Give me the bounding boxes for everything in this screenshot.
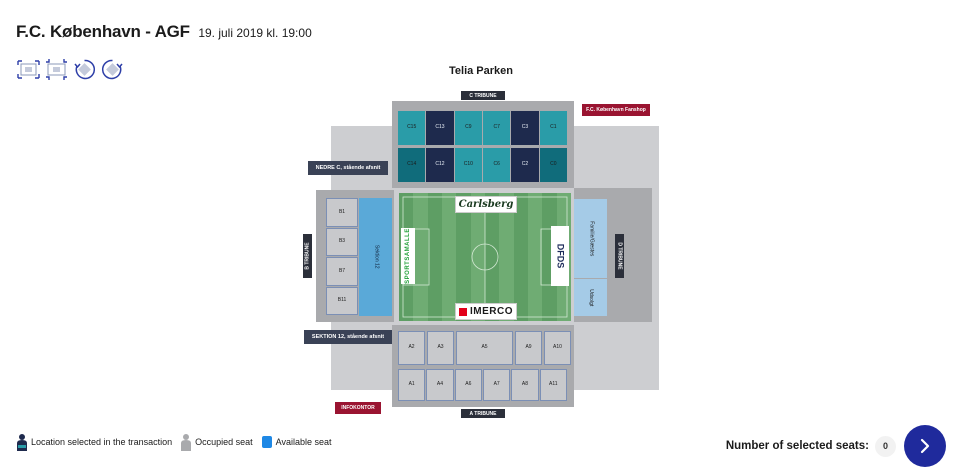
next-button[interactable] [904,425,946,467]
chevron-right-icon [920,438,930,454]
sponsor-left-banner: SPORTSAMALLE [401,228,415,284]
legend-occupied: Occupied seat [180,433,253,451]
zoom-in-button[interactable] [17,58,40,81]
zoom-in-icon [17,60,40,79]
venue-name: Telia Parken [449,65,513,77]
legend-selected: Location selected in the transaction [16,433,172,451]
section-b11[interactable]: B11 [326,286,358,315]
zoom-out-icon [46,59,67,80]
selected-seats-label: Number of selected seats: [725,440,869,452]
selection-counter: Number of selected seats: 0 [726,425,946,467]
zoom-out-button[interactable] [45,58,68,81]
legend-selected-label: Location selected in the transaction [31,437,173,447]
legend-occupied-label: Occupied seat [195,437,253,447]
section-c9[interactable]: C9 [454,111,482,145]
sponsor-right-banner: DFDS [551,226,569,286]
sponsor-bottom-text: IMERCO [470,306,513,317]
sponsor-left-text: SPORTSAMALLE [405,228,412,284]
section-a5[interactable]: A5 [456,331,513,365]
section-a6[interactable]: A6 [454,369,482,401]
section-a11[interactable]: A11 [539,369,567,401]
section-udsolgt-label: Udsolgt [588,289,595,306]
section-c15[interactable]: C15 [398,111,426,145]
c-stand-label: C TRIBUNE [461,91,505,100]
selected-seat-icon [17,434,27,451]
section-c1[interactable]: C1 [539,111,567,145]
b-stand-label: B TRIBUNE [303,234,312,278]
section-a2[interactable]: A2 [398,331,425,365]
infokontor-tag: INFOKONTOR [335,402,381,414]
match-header: F.C. København - AGF 19. juli 2019 kl. 1… [16,22,312,42]
section-a10[interactable]: A10 [544,331,571,365]
section-c12[interactable]: C12 [426,148,454,182]
section-a4[interactable]: A4 [426,369,454,401]
section-a3[interactable]: A3 [427,331,454,365]
legend-available: Available seat [261,435,332,449]
section-sektion-12[interactable]: Sektion 12 [359,198,392,316]
section-a9[interactable]: A9 [515,331,542,365]
rotate-right-button[interactable] [101,58,124,81]
section-familie[interactable]: Familie/Gæstes [574,199,607,278]
section-c6[interactable]: C6 [483,148,511,182]
section-c0[interactable]: C0 [539,148,567,182]
sponsor-bottom-banner: IMERCO [455,303,517,320]
section-a7[interactable]: A7 [483,369,511,401]
rotate-left-icon [74,59,96,80]
a-stand-label: A TRIBUNE [461,409,505,418]
sponsor-right-text: DFDS [555,243,565,269]
rotate-left-button[interactable] [73,58,96,81]
sponsor-top-banner: Carlsberg [455,196,517,213]
selected-seats-count: 0 [875,435,896,457]
section-c7[interactable]: C7 [483,111,511,145]
nedre-c-callout: NEDRE C, stående afsnit [308,161,388,175]
imerco-logo-icon [459,307,467,316]
section-a1[interactable]: A1 [398,369,426,401]
d-stand-label: D TRIBUNE [615,234,624,278]
section-c2[interactable]: C2 [511,148,539,182]
fanshop-tag: F.C. København Fanshop [582,104,650,116]
section-sektion-12-label: Sektion 12 [373,245,380,269]
map-toolbar [17,58,124,81]
sponsor-top-text: Carlsberg [458,199,514,210]
match-title: F.C. København - AGF [16,22,190,41]
section-familie-label: Familie/Gæstes [588,220,595,257]
match-date: 19. juli 2019 kl. 19:00 [198,26,312,40]
rotate-right-icon [101,59,123,80]
section-udsolgt[interactable]: Udsolgt [574,279,607,316]
b-stand-label-text: B TRIBUNE [304,242,311,270]
seat-legend: Location selected in the transaction Occ… [16,433,340,451]
section-c14[interactable]: C14 [398,148,426,182]
section-a8[interactable]: A8 [511,369,539,401]
legend-available-label: Available seat [275,437,332,447]
available-seat-icon [261,436,272,448]
section-b1[interactable]: B1 [326,198,358,227]
section-c3[interactable]: C3 [511,111,539,145]
section-b3[interactable]: B3 [326,227,358,256]
section-b7[interactable]: B7 [326,257,358,286]
sektion-12-callout: SEKTION 12, stående afsnit [304,330,392,344]
d-stand-label-text: D TRIBUNE [616,242,623,270]
section-c10[interactable]: C10 [454,148,482,182]
occupied-seat-icon [181,434,192,451]
section-c13[interactable]: C13 [426,111,454,145]
